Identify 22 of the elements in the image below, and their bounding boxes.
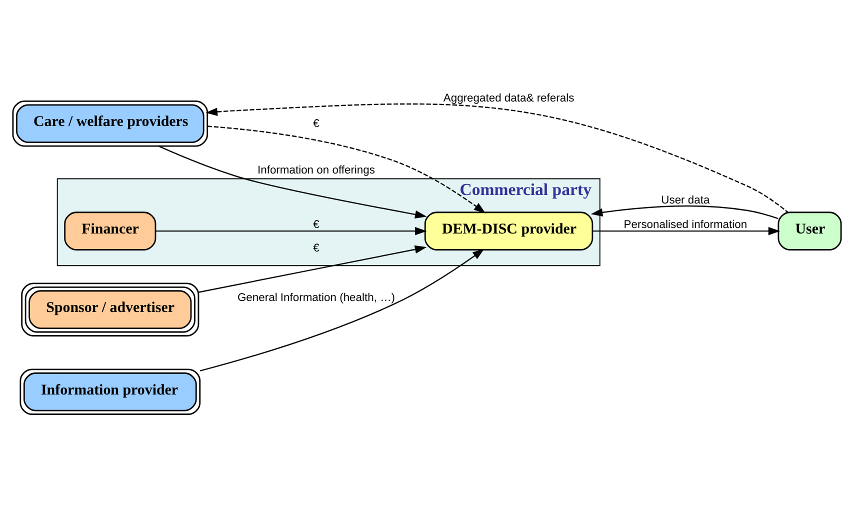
edge-label: Aggregated data& referals: [443, 92, 574, 104]
edge-label: Information on offerings: [257, 164, 375, 176]
edge-label: €: [313, 117, 320, 130]
node-box: Sponsor / advertiser: [21, 282, 200, 336]
node-box: DEM-DISC provider: [424, 211, 594, 250]
arrow: [200, 248, 484, 371]
arrow: [592, 226, 780, 235]
edge-label: €: [313, 218, 320, 230]
node-box: Care / welfare providers: [12, 100, 208, 146]
edge-label: €: [313, 242, 320, 254]
node-box: Financer: [64, 211, 156, 250]
arrow: [206, 103, 788, 212]
node-box: Information provider: [20, 368, 201, 414]
edge-label: Personalised information: [624, 218, 748, 230]
arrow: [156, 226, 427, 235]
arrow: [198, 244, 427, 292]
edge-label: User data: [661, 194, 710, 206]
arrow: [590, 204, 778, 219]
node-box: User: [778, 211, 842, 250]
edge-label: General Information (health, …): [237, 291, 396, 304]
arrow: [207, 125, 486, 213]
arrow: [158, 145, 427, 218]
